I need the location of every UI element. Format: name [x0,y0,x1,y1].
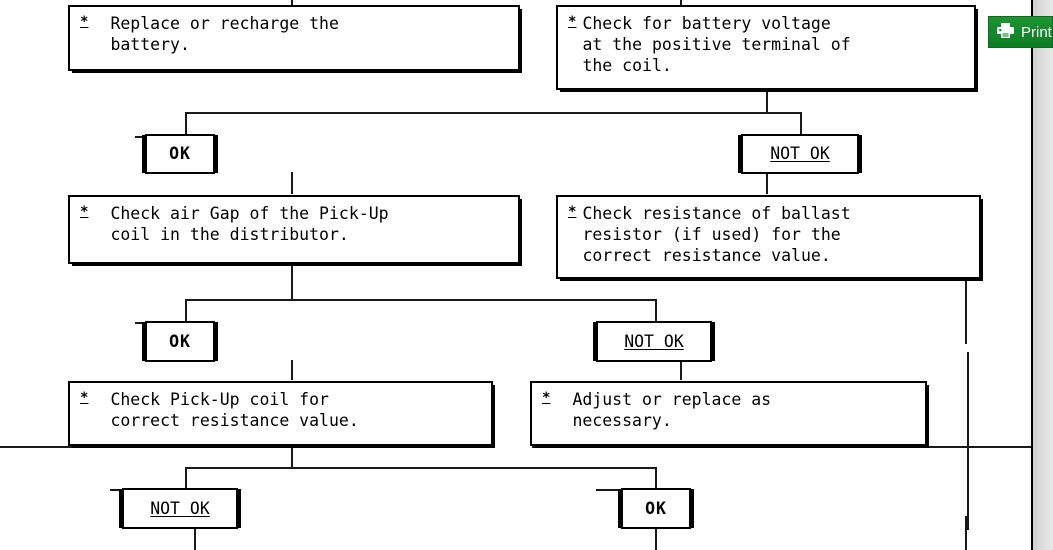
connector-line [0,446,445,448]
step-box-check-pickup-coil-resistance: * Check Pick-Up coil for correct resista… [68,381,493,446]
step-text: Replace or recharge the battery. [110,14,339,54]
connector-line [185,467,187,491]
verdict-box-not-ok-2: NOT OK [596,321,712,362]
connector-line [291,0,293,6]
step-box-adjust-or-replace: * Adjust or replace as necessary. [530,381,927,446]
connector-line [291,264,293,300]
connector-line-right-branch [965,277,967,344]
bullet-icon: * [568,204,577,220]
connector-line [680,0,682,6]
connector-line [185,299,657,301]
connector-line [291,172,293,194]
connector-line-right-branch [965,516,967,550]
connector-line [185,299,187,324]
bullet-icon: * [80,204,89,220]
bullet-icon: * [80,390,89,406]
bullet-icon: * [80,14,89,30]
step-text: Check Pick-Up coil for correct resistanc… [110,390,359,430]
step-text: Check air Gap of the Pick-Up coil in the… [110,204,389,244]
print-button-label: Print [1021,23,1052,41]
connector-line [194,528,196,550]
step-text: Check for battery voltage at the positiv… [582,14,851,75]
verdict-label: NOT OK [770,144,830,163]
step-box-check-battery-voltage: * Check for battery voltage at the posit… [556,5,976,90]
print-button[interactable]: Print [988,16,1053,48]
connector-line [532,446,1053,448]
step-box-check-ballast-resistor: * Check resistance of ballast resistor (… [556,195,981,279]
verdict-label: OK [169,331,191,351]
step-text: Check resistance of ballast resistor (if… [582,204,851,265]
connector-line [766,88,768,114]
content-frame-edge [1031,0,1033,550]
connector-line [185,112,802,114]
connector-line [766,172,768,194]
verdict-box-ok-2: OK [145,321,215,362]
step-box-check-air-gap: * Check air Gap of the Pick-Up coil in t… [68,195,520,264]
connector-line [800,112,802,138]
verdict-label: NOT OK [624,331,684,351]
bullet-icon: * [542,390,551,406]
connector-line [291,446,293,469]
verdict-box-not-ok-3: NOT OK [122,488,238,529]
connector-line [185,467,657,469]
bullet-icon: * [568,14,577,30]
connector-line [655,299,657,324]
verdict-label: OK [645,498,667,518]
connector-line [185,112,187,138]
connector-line [655,528,657,550]
printer-icon [996,22,1015,43]
verdict-box-not-ok-1: NOT OK [741,134,859,174]
connector-line [680,360,682,380]
verdict-box-ok-3: OK [621,488,691,529]
connector-line-right-branch [967,352,969,530]
connector-line [291,360,293,380]
verdict-box-ok-1: OK [145,134,215,174]
verdict-label: OK [169,144,191,163]
step-text: Adjust or replace as necessary. [572,390,772,430]
connector-line [655,467,657,491]
step-box-replace-battery: * Replace or recharge the battery. [68,5,520,71]
verdict-label: NOT OK [150,498,210,518]
vertical-scrollbar[interactable] [1033,0,1053,550]
